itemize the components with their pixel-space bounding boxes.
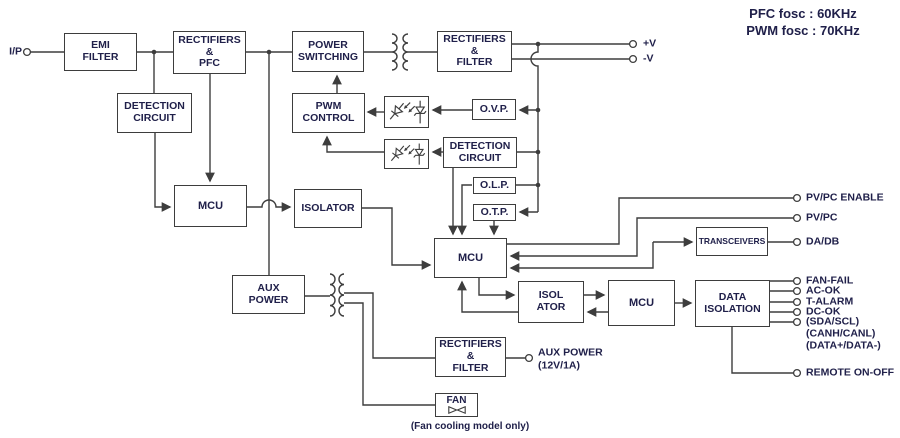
pvpc-enable-terminal [792, 193, 802, 203]
block-power-switching: POWER SWITCHING [292, 31, 364, 72]
block-mcu-comm: MCU [608, 280, 675, 326]
sda-scl-terminal [792, 317, 802, 327]
sda-scl-label: (SDA/SCL) [806, 315, 860, 328]
fan-cooling-note: (Fan cooling model only) [410, 421, 530, 432]
block-olp: O.L.P. [473, 177, 516, 194]
input-label: I/P [9, 45, 22, 58]
remote-onoff-terminal [792, 368, 802, 378]
v-plus-label: +V [643, 37, 657, 50]
aux-power-terminal [524, 353, 534, 363]
block-transceivers: TRANSCEIVERS [696, 227, 768, 256]
terminals [22, 39, 802, 378]
wires [30, 33, 794, 406]
dadb-terminal [792, 237, 802, 247]
block-mcu-secondary: MCU [434, 238, 507, 278]
block-detection-circuit-primary: DETECTION CIRCUIT [117, 93, 192, 133]
fan-label: FAN [446, 395, 467, 406]
optocoupler-icon [384, 139, 429, 169]
block-detection-circuit-secondary: DETECTION CIRCUIT [443, 137, 517, 168]
pfc-fosc-note: PFC fosc : 60KHz [749, 6, 857, 21]
block-data-isolation: DATA ISOLATION [695, 280, 770, 327]
junction-dots [151, 41, 541, 188]
v-minus-terminal [628, 54, 638, 64]
block-rectifiers-pfc: RECTIFIERS & PFC [173, 31, 246, 74]
data-plus-minus-label: (DATA+/DATA-) [806, 339, 881, 352]
block-isolator-primary: ISOLATOR [294, 189, 362, 228]
block-rectifiers-filter-aux: RECTIFIERS & FILTER [435, 337, 506, 377]
pwm-fosc-note: PWM fosc : 70KHz [746, 23, 860, 38]
pvpc-label: PV/PC [806, 211, 838, 224]
block-pwm-control: PWM CONTROL [292, 93, 365, 133]
block-ovp: O.V.P. [472, 99, 516, 120]
t-alarm-label: T-ALARM [806, 295, 854, 308]
block-fan: FAN [435, 393, 478, 417]
fan-fail-terminal [792, 276, 802, 286]
main-transformer-icon [391, 33, 409, 71]
block-isolator-secondary: ISOL ATOR [518, 281, 584, 323]
remote-onoff-label: REMOTE ON-OFF [806, 366, 895, 379]
ac-ok-label: AC-OK [806, 284, 841, 297]
block-mcu-primary: MCU [174, 185, 247, 227]
ac-ok-terminal [792, 286, 802, 296]
dadb-label: DA/DB [806, 235, 840, 248]
pvpc-terminal [792, 213, 802, 223]
block-aux-power: AUX POWER [232, 275, 305, 314]
fan-blade-icon [447, 406, 466, 415]
v-plus-terminal [628, 39, 638, 49]
canh-canl-label: (CANH/CANL) [806, 327, 876, 340]
fan-fail-label: FAN-FAIL [806, 274, 854, 287]
pvpc-enable-label: PV/PC ENABLE [806, 191, 884, 204]
t-alarm-terminal [792, 297, 802, 307]
block-otp: O.T.P. [473, 204, 516, 221]
dc-ok-terminal [792, 307, 802, 317]
input-terminal [22, 47, 32, 57]
block-emi-filter: EMI FILTER [64, 33, 137, 71]
dc-ok-label: DC-OK [806, 305, 841, 318]
aux-power-out-label: AUX POWER (12V/1A) [538, 346, 603, 371]
v-minus-label: -V [643, 52, 654, 65]
aux-transformer-icon [329, 273, 345, 317]
optocoupler-icon [384, 96, 429, 128]
block-rectifiers-filter-main: RECTIFIERS & FILTER [437, 31, 512, 72]
